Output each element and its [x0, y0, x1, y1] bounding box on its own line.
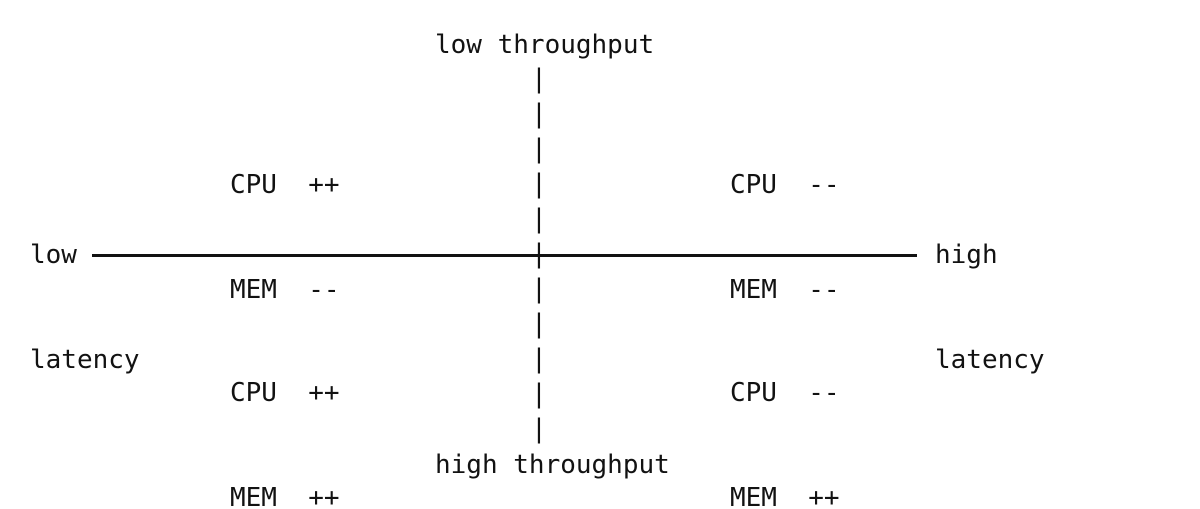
- quadrant-bottom-left: CPU ++ MEM ++: [230, 306, 340, 509]
- quadrant-top-right-cpu: CPU --: [730, 170, 840, 200]
- axis-label-high-latency-line1: high: [935, 240, 998, 270]
- vertical-axis-throughput: | | | | | | | | | | |: [531, 64, 547, 444]
- quadrant-top-right-mem: MEM --: [730, 275, 840, 305]
- quadrant-top-right: CPU -- MEM --: [730, 98, 840, 378]
- axis-label-low-throughput: low throughput: [435, 30, 655, 60]
- axis-label-high-latency-line2: latency: [935, 345, 1045, 375]
- quadrant-bottom-right-mem: MEM ++: [730, 483, 840, 509]
- quadrant-bottom-left-mem: MEM ++: [230, 483, 340, 509]
- axis-label-low-latency-line2: latency: [30, 345, 140, 375]
- axis-label-low-latency: low latency: [30, 168, 140, 448]
- quadrant-top-left: CPU ++ MEM --: [230, 98, 340, 378]
- quadrant-bottom-left-cpu: CPU ++: [230, 378, 340, 408]
- axis-label-high-latency: high latency: [935, 168, 1045, 448]
- quadrant-top-left-mem: MEM --: [230, 275, 340, 305]
- horizontal-axis-latency: [92, 254, 917, 257]
- quadrant-bottom-right-cpu: CPU --: [730, 378, 840, 408]
- axis-label-low-latency-line1: low: [30, 240, 77, 270]
- axis-label-high-throughput: high throughput: [435, 450, 670, 480]
- quadrant-bottom-right: CPU -- MEM ++: [730, 306, 840, 509]
- quadrant-top-left-cpu: CPU ++: [230, 170, 340, 200]
